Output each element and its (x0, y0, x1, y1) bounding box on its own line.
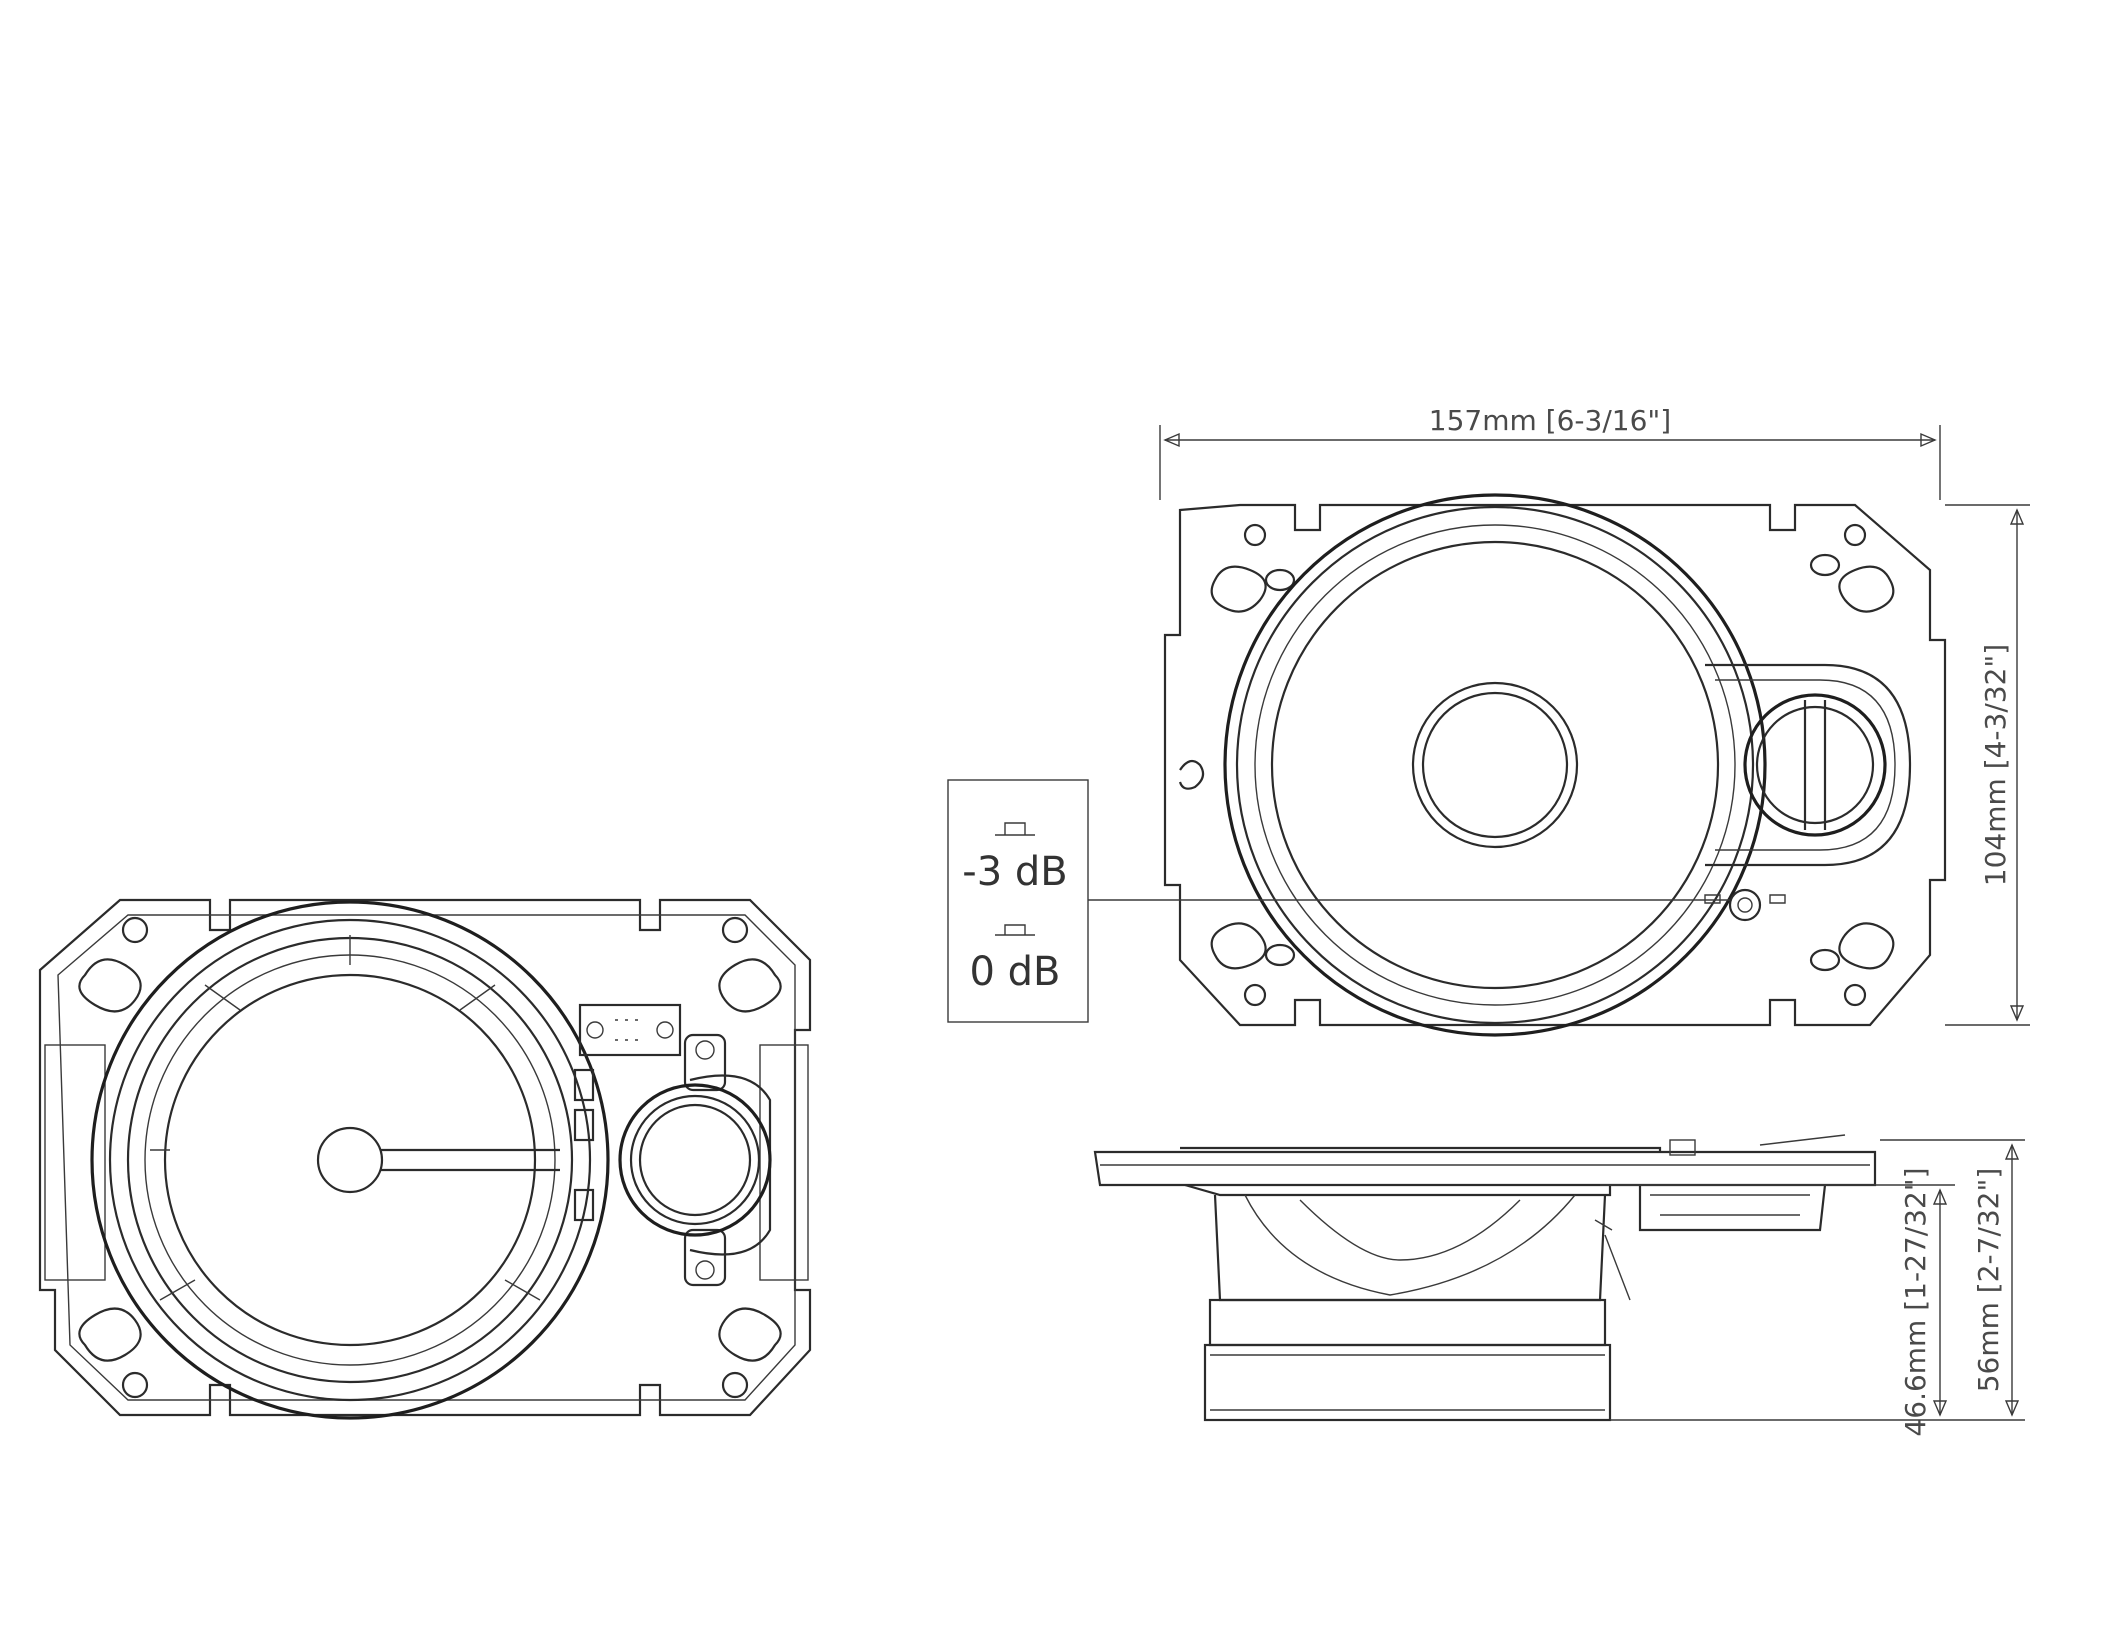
switch-position-icon-a (995, 823, 1035, 835)
mount-depth-label: 46.6mm [1-27/32"] (1899, 1167, 1932, 1436)
speaker-top-view (1088, 495, 1945, 1035)
level-option-b: 0 dB (970, 949, 1061, 995)
height-dimension: 104mm [4-3/32"] (1945, 505, 2030, 1025)
level-option-a: -3 dB (962, 849, 1067, 895)
height-dimension-label: 104mm [4-3/32"] (1979, 644, 2012, 886)
speaker-side-view (1095, 1135, 1875, 1420)
speaker-front-view (40, 900, 810, 1418)
mount-holes-left (79, 918, 780, 1397)
mount-depth-dimension: 46.6mm [1-27/32"] (1600, 1167, 1955, 1436)
width-dimension-label: 157mm [6-3/16"] (1429, 404, 1671, 437)
tweeter-pod-front (620, 1035, 770, 1285)
total-depth-label: 56mm [2-7/32"] (1972, 1168, 2005, 1393)
tweeter-level-legend: -3 dB 0 dB (948, 780, 1088, 1022)
switch-position-icon-b (995, 925, 1035, 935)
width-dimension: 157mm [6-3/16"] (1160, 404, 1940, 500)
